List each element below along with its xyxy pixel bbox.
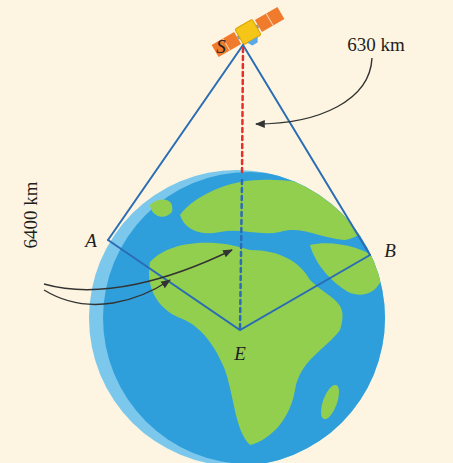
point-label: B (384, 241, 396, 260)
point-label: S (216, 37, 226, 56)
earth-globe (89, 170, 395, 463)
leader-arrows (44, 58, 372, 304)
point-label: E (234, 344, 246, 363)
dimension-label: 6400 km (21, 181, 40, 248)
point-label: A (85, 231, 97, 250)
geometry-lines (108, 45, 370, 330)
dimension-label: 630 km (347, 35, 405, 54)
